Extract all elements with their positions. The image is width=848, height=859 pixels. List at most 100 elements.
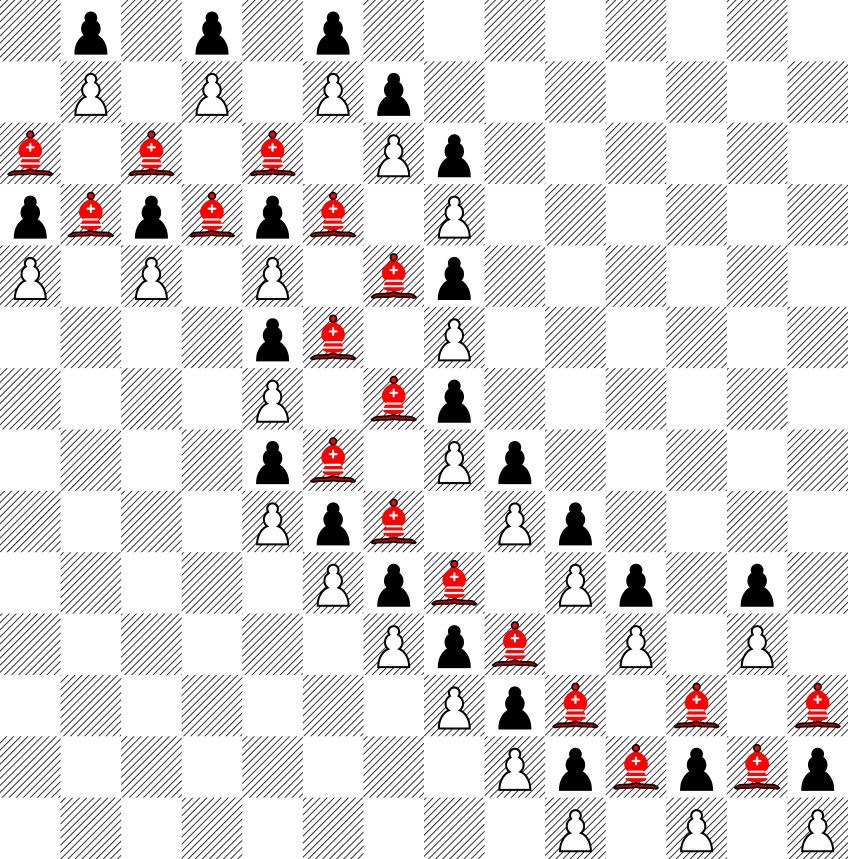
light-square[interactable]: [727, 61, 788, 123]
dark-square[interactable]: [121, 736, 182, 798]
light-square[interactable]: [666, 123, 727, 185]
dark-square[interactable]: [545, 307, 606, 369]
dark-square[interactable]: [727, 0, 788, 62]
dark-square[interactable]: [545, 61, 606, 123]
light-square[interactable]: [121, 307, 182, 369]
light-square[interactable]: [545, 123, 606, 185]
dark-square[interactable]: [363, 736, 424, 798]
light-square[interactable]: [606, 798, 667, 859]
light-square[interactable]: [606, 184, 667, 246]
dark-square[interactable]: [606, 0, 667, 62]
dark-square[interactable]: [182, 430, 243, 492]
dark-square[interactable]: [303, 675, 364, 737]
light-square[interactable]: [424, 0, 485, 62]
dark-square[interactable]: [727, 368, 788, 430]
dark-square[interactable]: [0, 491, 61, 553]
dark-square[interactable]: [666, 307, 727, 369]
light-square[interactable]: [485, 61, 546, 123]
light-square[interactable]: [787, 123, 848, 185]
dark-square[interactable]: [666, 184, 727, 246]
dark-square[interactable]: [182, 675, 243, 737]
dark-square[interactable]: [606, 123, 667, 185]
light-square[interactable]: [303, 736, 364, 798]
light-square[interactable]: [727, 184, 788, 246]
light-square[interactable]: [485, 552, 546, 614]
dark-square[interactable]: [787, 61, 848, 123]
dark-square[interactable]: [61, 798, 122, 859]
light-square[interactable]: [0, 552, 61, 614]
light-square[interactable]: [0, 430, 61, 492]
dark-square[interactable]: [61, 675, 122, 737]
light-square[interactable]: [787, 491, 848, 553]
light-square[interactable]: [363, 430, 424, 492]
light-square[interactable]: [61, 123, 122, 185]
light-square[interactable]: [242, 675, 303, 737]
light-square[interactable]: [727, 675, 788, 737]
light-square[interactable]: [485, 798, 546, 859]
light-square[interactable]: [182, 368, 243, 430]
light-square[interactable]: [242, 552, 303, 614]
dark-square[interactable]: [242, 736, 303, 798]
dark-square[interactable]: [666, 552, 727, 614]
dark-square[interactable]: [485, 368, 546, 430]
dark-square[interactable]: [787, 430, 848, 492]
light-square[interactable]: [61, 736, 122, 798]
dark-square[interactable]: [182, 798, 243, 859]
light-square[interactable]: [787, 245, 848, 307]
light-square[interactable]: [545, 614, 606, 676]
dark-square[interactable]: [242, 0, 303, 62]
dark-square[interactable]: [121, 0, 182, 62]
dark-square[interactable]: [0, 368, 61, 430]
light-square[interactable]: [121, 675, 182, 737]
dark-square[interactable]: [182, 307, 243, 369]
light-square[interactable]: [485, 307, 546, 369]
light-square[interactable]: [182, 736, 243, 798]
dark-square[interactable]: [666, 430, 727, 492]
dark-square[interactable]: [0, 614, 61, 676]
light-square[interactable]: [61, 614, 122, 676]
dark-square[interactable]: [0, 0, 61, 62]
dark-square[interactable]: [545, 184, 606, 246]
light-square[interactable]: [545, 245, 606, 307]
light-square[interactable]: [606, 61, 667, 123]
light-square[interactable]: [121, 430, 182, 492]
light-square[interactable]: [0, 798, 61, 859]
light-square[interactable]: [666, 614, 727, 676]
dark-square[interactable]: [182, 552, 243, 614]
light-square[interactable]: [363, 307, 424, 369]
dark-square[interactable]: [242, 614, 303, 676]
dark-square[interactable]: [787, 307, 848, 369]
dark-square[interactable]: [485, 0, 546, 62]
dark-square[interactable]: [303, 798, 364, 859]
dark-square[interactable]: [545, 430, 606, 492]
light-square[interactable]: [363, 675, 424, 737]
dark-square[interactable]: [727, 123, 788, 185]
dark-square[interactable]: [424, 61, 485, 123]
light-square[interactable]: [0, 307, 61, 369]
light-square[interactable]: [363, 798, 424, 859]
dark-square[interactable]: [606, 245, 667, 307]
dark-square[interactable]: [424, 798, 485, 859]
light-square[interactable]: [121, 552, 182, 614]
dark-square[interactable]: [485, 245, 546, 307]
light-square[interactable]: [727, 798, 788, 859]
dark-square[interactable]: [61, 307, 122, 369]
dark-square[interactable]: [121, 368, 182, 430]
light-square[interactable]: [242, 798, 303, 859]
dark-square[interactable]: [727, 491, 788, 553]
light-square[interactable]: [303, 614, 364, 676]
light-square[interactable]: [666, 245, 727, 307]
light-square[interactable]: [787, 368, 848, 430]
dark-square[interactable]: [61, 430, 122, 492]
dark-square[interactable]: [363, 0, 424, 62]
light-square[interactable]: [121, 61, 182, 123]
light-square[interactable]: [182, 123, 243, 185]
light-square[interactable]: [182, 491, 243, 553]
light-square[interactable]: [242, 61, 303, 123]
light-square[interactable]: [0, 61, 61, 123]
dark-square[interactable]: [787, 552, 848, 614]
dark-square[interactable]: [727, 245, 788, 307]
light-square[interactable]: [363, 184, 424, 246]
light-square[interactable]: [303, 123, 364, 185]
light-square[interactable]: [545, 368, 606, 430]
